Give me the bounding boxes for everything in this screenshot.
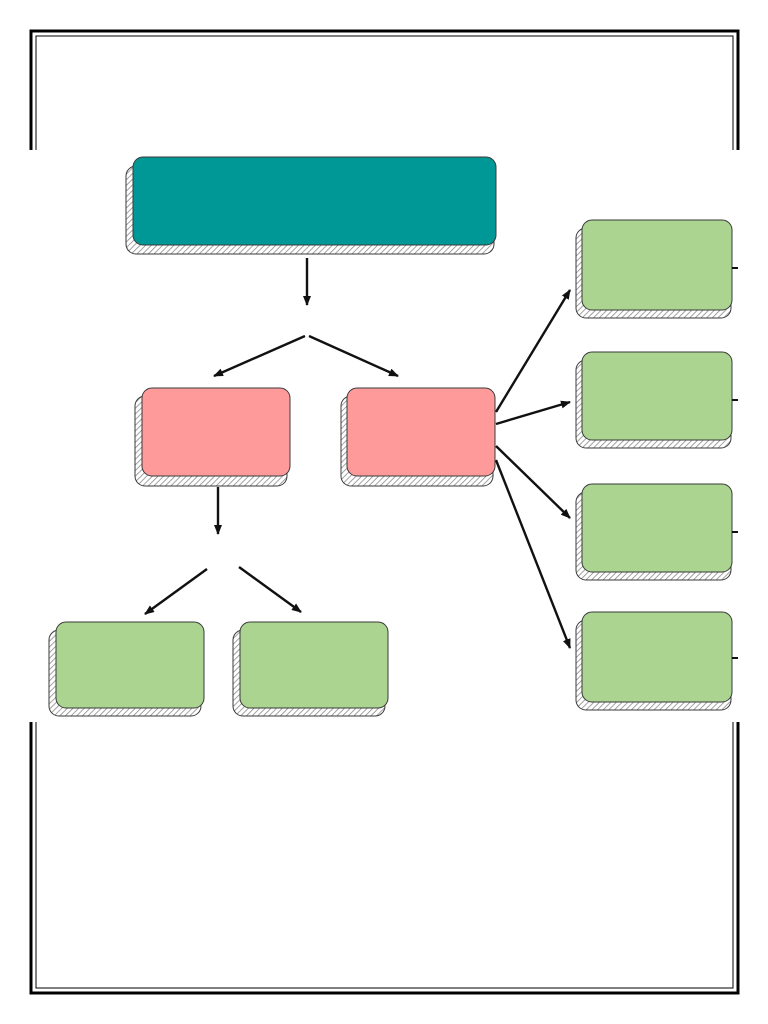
arrow-right-to-leaf-4 xyxy=(494,459,572,649)
right-leaf-edge-stubs xyxy=(732,267,738,659)
middle-box-right-face xyxy=(346,387,496,477)
right-leaf-3 xyxy=(575,483,733,581)
left-leaf-2-face xyxy=(239,621,389,709)
right-leaf-1-face xyxy=(581,219,733,311)
right-leaf-2-face xyxy=(581,351,733,441)
left-leaf-1-face xyxy=(55,621,205,709)
left-leaf-1 xyxy=(48,621,205,717)
right-leaf-2 xyxy=(575,351,733,449)
root-box xyxy=(125,156,497,255)
arrow-right-to-leaf-3 xyxy=(495,445,571,519)
left-leaf-2 xyxy=(232,621,389,717)
connector-arrows xyxy=(144,258,572,649)
middle-box-left xyxy=(134,387,291,487)
right-leaf-1 xyxy=(575,219,733,319)
middle-box-left-face xyxy=(141,387,291,477)
arrow-left-split-right xyxy=(238,566,302,613)
right-leaf-3-face xyxy=(581,483,733,573)
right-leaf-4-face xyxy=(581,611,733,703)
arrow-left-split-left xyxy=(144,568,208,615)
arrow-right-to-leaf-2 xyxy=(495,400,571,426)
root-box-face xyxy=(132,156,497,246)
right-leaf-4 xyxy=(575,611,733,711)
arrow-split-left xyxy=(213,334,306,378)
arrow-split-right xyxy=(308,334,399,378)
arrow-right-to-leaf-1 xyxy=(494,289,572,413)
middle-box-right xyxy=(340,387,496,487)
